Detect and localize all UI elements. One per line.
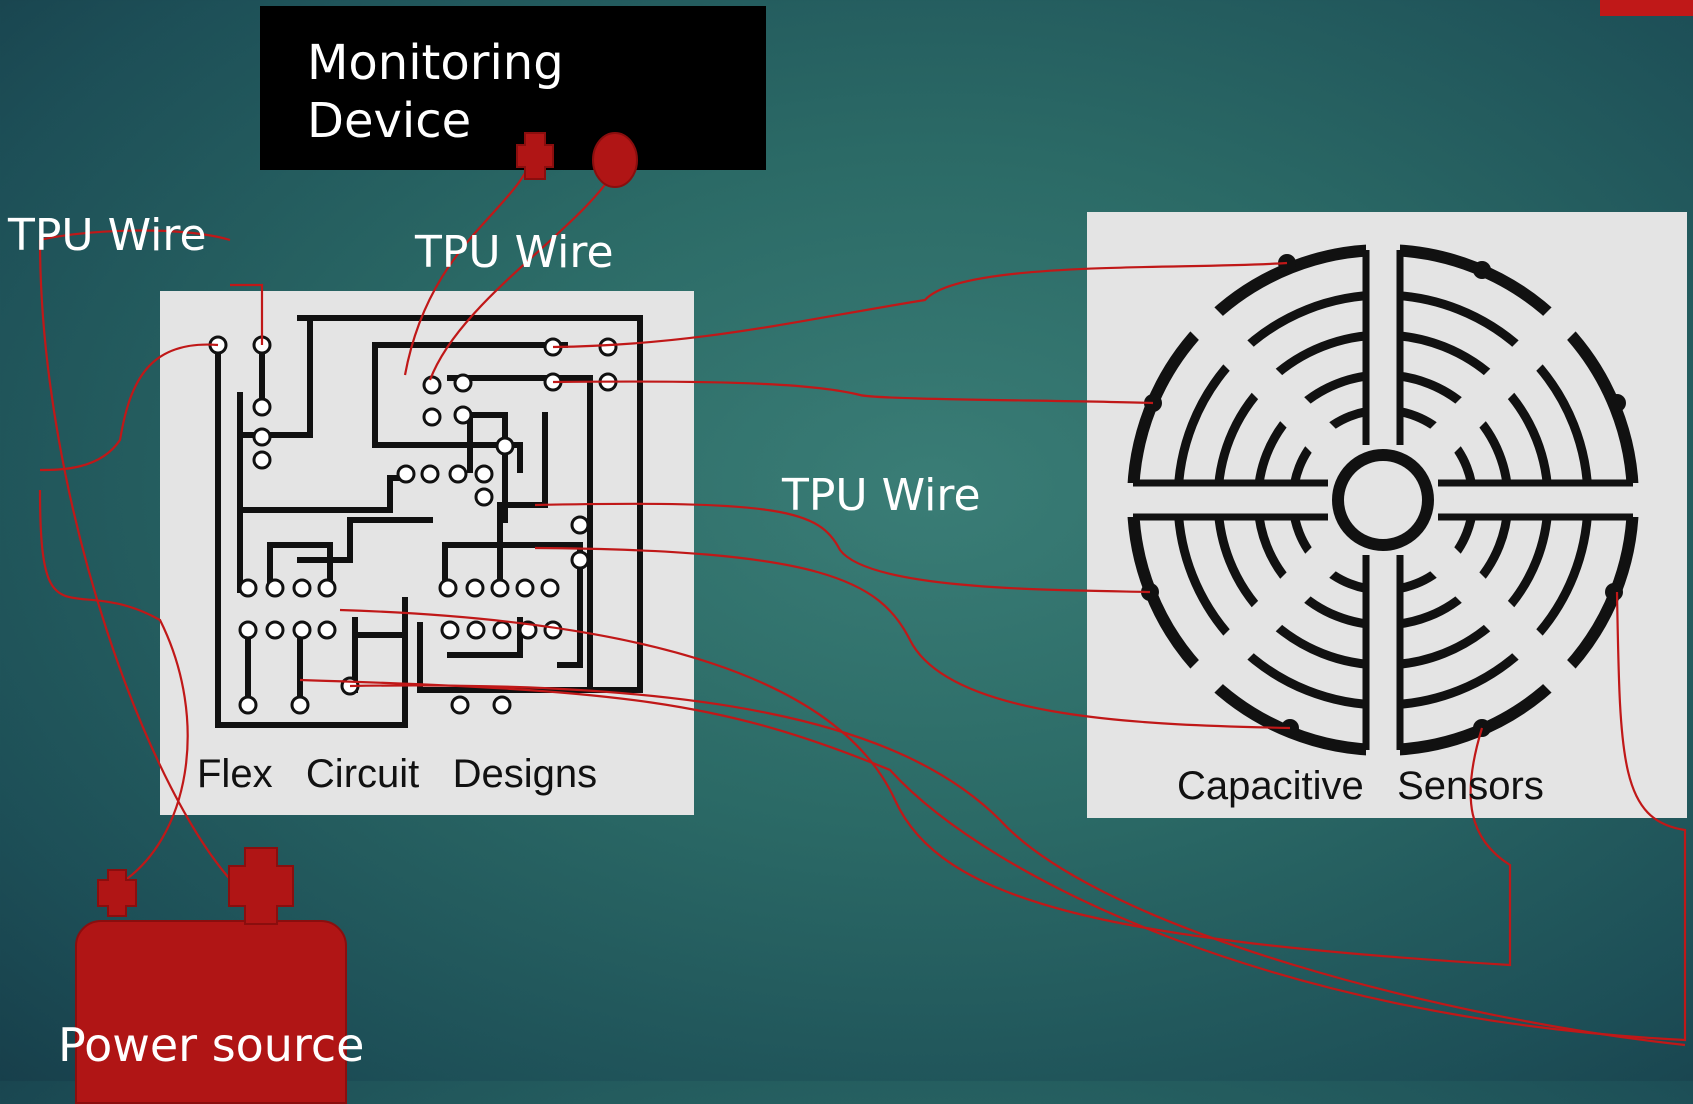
capacitive-sensor-spokes [1121,238,1645,762]
monitoring-device-label-line1: Monitoring [307,35,564,91]
flex-caption-word1: Flex [197,752,273,796]
flex-circuit-caption: Flex Circuit Designs [197,752,597,797]
cap-caption-word2: Sensors [1397,764,1544,808]
battery-terminal-small [97,869,137,917]
cap-caption-word1: Capacitive [1177,764,1364,808]
power-source-battery [75,920,347,1104]
tpu-wires [38,149,1687,1047]
monitor-terminal-negative [592,132,638,188]
slide-corner-accent [1600,0,1693,16]
monitoring-device-label-line2: Device [307,93,472,149]
capacitive-sensor-caption: Capacitive Sensors [1177,764,1544,809]
tpu-wire-label-center: TPU Wire [415,227,614,278]
capacitive-sensor-spoke-edges [1133,250,1633,750]
monitor-terminal-positive [516,132,554,180]
flex-circuit-pads [208,335,618,715]
monitoring-device-box [260,6,766,170]
tpu-wire-label-left: TPU Wire [8,210,207,261]
flex-caption-word2: Circuit [305,752,420,796]
diagram-drawing [38,132,1687,1047]
power-source-label: Power source [58,1018,365,1072]
monitoring-device-label: Monitoring Device [307,34,687,150]
flex-caption-word3: Designs [452,752,598,796]
battery-terminal-large [228,847,294,925]
terminals [97,132,638,925]
tpu-wire-label-middle: TPU Wire [782,470,981,521]
